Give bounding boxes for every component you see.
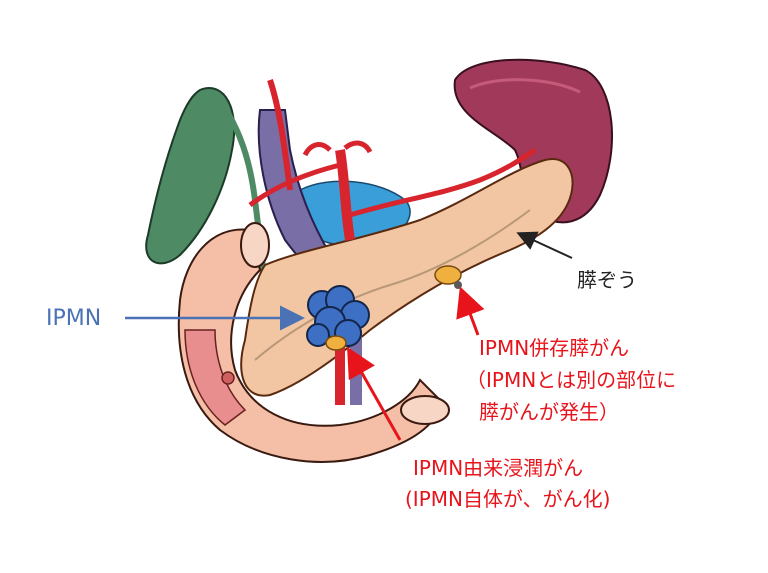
concomitant-cancer-line2: （IPMNとは別の部位に: [466, 368, 677, 392]
pancreatic-duct: [254, 209, 531, 361]
duodenum-opening-end: [400, 395, 450, 425]
aorta: [335, 149, 355, 241]
concomitant-tumor: [434, 265, 462, 285]
derived-arrow: [347, 346, 402, 441]
pancreas-arrow: [516, 231, 573, 259]
ipmn-label: IPMN: [46, 306, 102, 331]
concomitant-cancer-line1: IPMN併存膵がん: [479, 336, 630, 360]
hepatic-artery: [267, 79, 293, 191]
derived-cancer-line1: IPMN由来浸潤がん: [413, 456, 584, 480]
concomitant-arrow: [456, 286, 485, 336]
duodenum-inner-wall: [184, 329, 247, 426]
duodenum-opening-top: [240, 222, 270, 268]
pancreas-label: 膵ぞう: [577, 268, 637, 292]
derived-cancer-line2: (IPMN自体が、がん化): [405, 487, 611, 511]
duodenum: [177, 228, 442, 463]
splenic-vessel: [349, 147, 537, 218]
papilla: [221, 371, 235, 385]
ipmn-derived-tumor: [325, 335, 347, 351]
concomitant-cancer-line3: 膵がんが発生）: [479, 400, 619, 424]
